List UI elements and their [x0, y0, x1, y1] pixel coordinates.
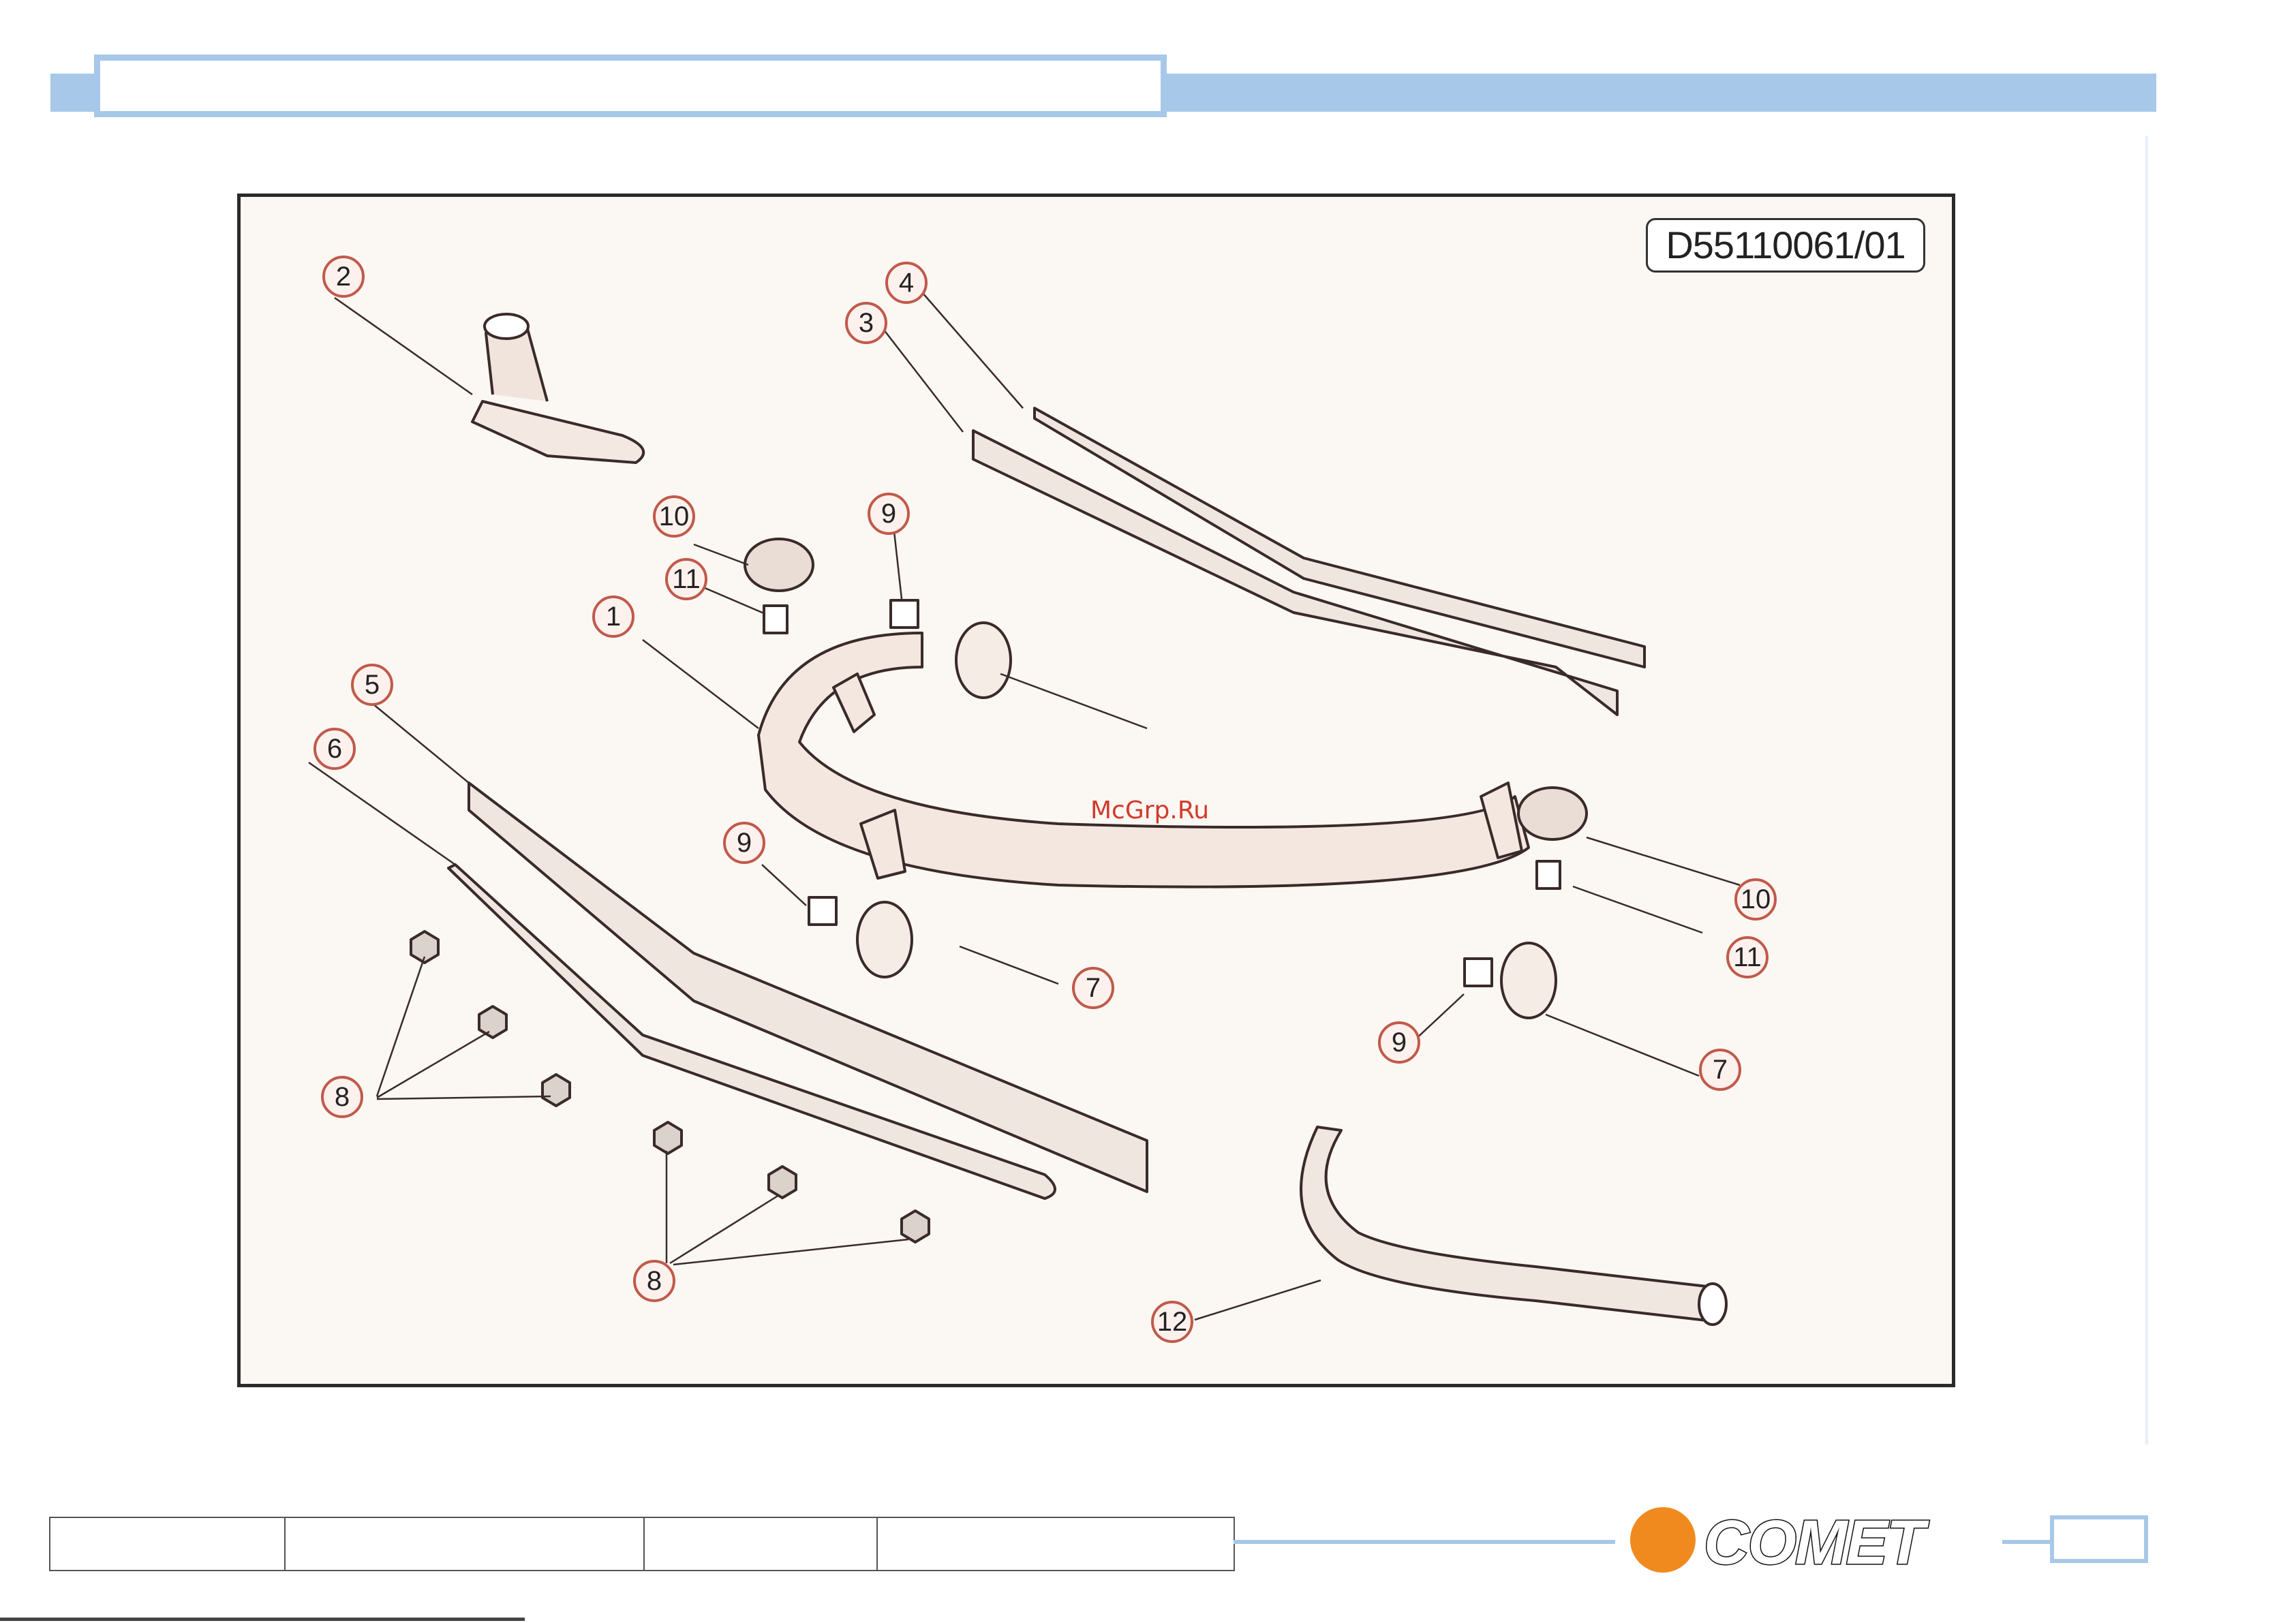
footer-cell-4: [878, 1518, 1234, 1570]
bottom-rule: [0, 1618, 525, 1621]
part-spacer-left: [809, 897, 836, 925]
callout-part-3: 3: [845, 302, 887, 344]
footer-rule-left: [1234, 1540, 1615, 1544]
footer-rule-right: [2002, 1540, 2050, 1544]
callout-part-9-right: 9: [1378, 1021, 1420, 1064]
comet-logo-text: COMET: [1704, 1511, 1923, 1574]
callout-part-7-left: 7: [1072, 967, 1114, 1009]
part-spacer-right: [1465, 959, 1492, 986]
drawing-code-label: D55110061/01: [1646, 218, 1925, 273]
callout-part-2: 2: [322, 256, 365, 298]
part-rear-blade-strip: [1035, 408, 1644, 667]
callout-part-8-upper: 8: [321, 1076, 363, 1118]
footer-info-table: [49, 1517, 1235, 1571]
watermark: McGrp.Ru: [1090, 797, 1209, 824]
footer-cell-3: [645, 1518, 878, 1570]
part-bushing-right: [1537, 861, 1560, 888]
part-spacer-upper: [891, 600, 918, 628]
parts-illustration: [241, 197, 1952, 1384]
part-caster-left: [745, 539, 813, 591]
callout-part-4: 4: [885, 262, 928, 304]
comet-logo-dot: [1630, 1507, 1696, 1573]
header-title-box: [94, 55, 1167, 117]
callout-part-6: 6: [313, 728, 356, 770]
footer-cell-1: [50, 1518, 286, 1570]
callout-part-7-right: 7: [1699, 1049, 1741, 1091]
exploded-parts-drawing: D55110061/01 2 4 3 10 9 11 1 5 6 9 10 11…: [237, 194, 1955, 1387]
part-front-blade-strip: [448, 865, 1055, 1199]
part-wheel-right: [1501, 943, 1556, 1018]
callout-part-10-right: 10: [1734, 878, 1777, 921]
callout-part-9-upper: 9: [868, 493, 910, 535]
callout-part-9-left: 9: [723, 822, 765, 864]
callout-part-1: 1: [592, 596, 634, 638]
part-hose: [1301, 1127, 1713, 1321]
part-wheel-left: [857, 902, 912, 977]
footer-cell-2: [286, 1518, 645, 1570]
callout-part-8-lower: 8: [633, 1260, 675, 1302]
page-number-box: [2050, 1515, 2148, 1563]
part-wheel-upper: [956, 623, 1011, 698]
callout-part-12: 12: [1151, 1301, 1193, 1343]
callout-part-10-left: 10: [653, 495, 695, 538]
callout-part-11-right: 11: [1726, 936, 1769, 978]
right-margin-rule: [2145, 136, 2148, 1444]
part-inlet-elbow: [472, 314, 643, 463]
part-bushing-left: [764, 606, 787, 633]
part-caster-right: [1518, 788, 1587, 839]
callout-part-11-left: 11: [665, 558, 707, 600]
callout-part-5: 5: [351, 664, 393, 706]
